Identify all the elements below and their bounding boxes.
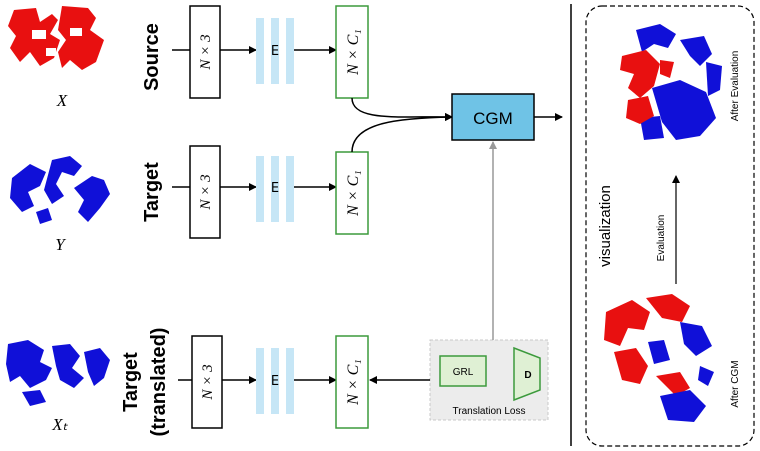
source-input-label: N × 3 [198, 34, 214, 70]
target-to-cgm-arrow [351, 113, 453, 153]
grl-label: GRL [453, 367, 474, 378]
translated-point-cloud [6, 340, 110, 406]
translated-input-box [191, 335, 223, 429]
after-evaluation-point-cloud [620, 24, 722, 140]
visualization-panel [585, 5, 755, 447]
source-cloud-label: X [56, 91, 68, 110]
source-feature-label: N × C₁ [345, 29, 362, 76]
target-feature-label: N × C₁ [345, 170, 362, 217]
target-input-box [189, 145, 221, 239]
target-encoder-label: E [271, 181, 279, 196]
source-encoder-label: E [271, 44, 279, 59]
source-to-cgm-arrow [351, 97, 453, 121]
translated-input-label: N × 3 [200, 364, 216, 400]
translated-feature-label: N × C₁ [345, 359, 362, 406]
discriminator-shape [513, 346, 541, 402]
visualization-title: visualization [597, 185, 614, 267]
translated-row: N × 3 E N × C₁ [178, 335, 369, 429]
source-point-cloud [8, 6, 104, 70]
evaluation-label: Evaluation [656, 215, 667, 262]
target-row: N × 3 E N × C₁ [172, 145, 369, 239]
translated-feature-box [335, 335, 369, 429]
grl-box [439, 355, 487, 387]
target-point-cloud [10, 156, 110, 224]
translated-row-label-line1: Target [120, 352, 142, 412]
after-cgm-label: After CGM [730, 360, 741, 407]
source-row-label: Source [141, 23, 163, 91]
target-input-label: N × 3 [198, 174, 214, 210]
cgm-label: CGM [473, 109, 513, 128]
translation-loss-caption: Translation Loss [453, 406, 526, 417]
target-row-label: Target [141, 162, 163, 222]
target-encoder [256, 156, 294, 222]
discriminator-label: D [524, 370, 531, 381]
target-cloud-label: Y [55, 235, 66, 254]
translated-row-label-line2: (translated) [148, 328, 170, 437]
after-cgm-point-cloud [604, 294, 714, 422]
translated-cloud-label: Xₜ [51, 415, 68, 434]
source-input-box [189, 5, 221, 99]
after-evaluation-label: After Evaluation [730, 51, 741, 122]
source-encoder [256, 18, 294, 84]
cgm-box [451, 93, 535, 141]
source-row: N × 3 E N × C₁ [172, 5, 369, 99]
translated-encoder-label: E [271, 374, 279, 389]
translated-encoder [256, 348, 294, 414]
